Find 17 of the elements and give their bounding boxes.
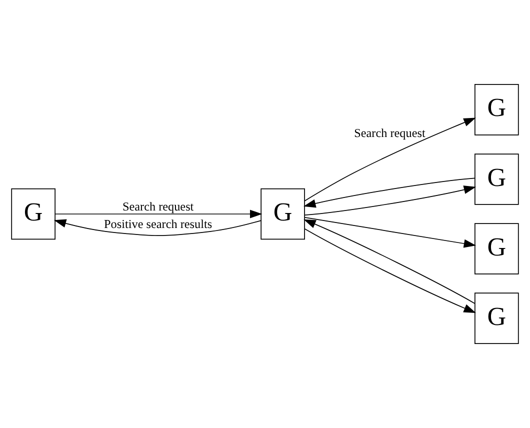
arrow [54, 219, 262, 236]
edge-label: Search request [122, 200, 194, 214]
edge-label: Positive search results [104, 217, 212, 232]
edge-label: Search request [354, 126, 426, 140]
node-box: G [474, 154, 519, 205]
arrow [304, 118, 476, 202]
arrow [304, 219, 476, 304]
arrow [304, 178, 476, 208]
node-box: G [474, 84, 519, 136]
node-box: G [260, 188, 305, 240]
node-box: G [11, 188, 56, 240]
arrow [54, 210, 262, 218]
arrow [304, 186, 476, 216]
node-box: G [474, 292, 519, 344]
arrow [304, 228, 476, 313]
node-box: G [474, 223, 519, 274]
arrow [304, 217, 476, 248]
